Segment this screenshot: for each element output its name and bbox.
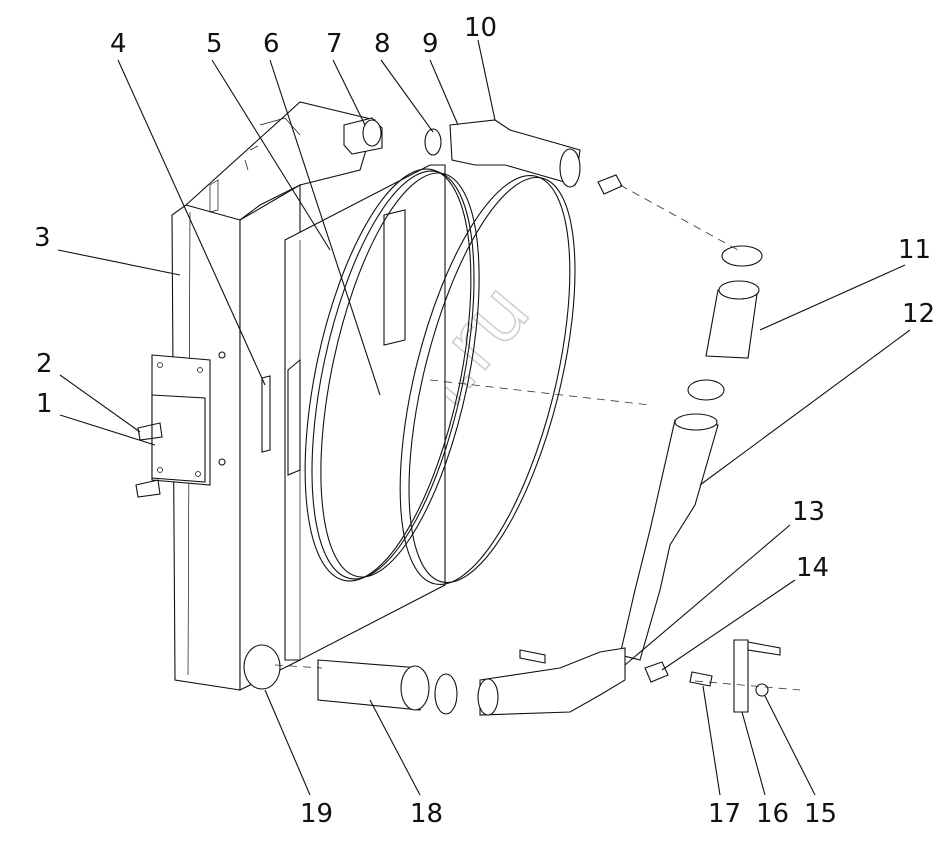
callouts: 1 2 3 4 5 6 7 8 9 10 11 12 13 14 15 16 1…	[34, 13, 935, 829]
callout-14: 14	[796, 553, 829, 583]
callout-3: 3	[34, 223, 51, 253]
callout-9: 9	[422, 29, 439, 59]
bracket-parts	[644, 639, 781, 713]
callout-6: 6	[263, 29, 280, 59]
callout-11: 11	[898, 235, 931, 265]
callout-2: 2	[36, 349, 53, 379]
callout-5: 5	[206, 29, 223, 59]
callout-18: 18	[410, 799, 443, 829]
side-plate	[135, 351, 226, 498]
callout-13: 13	[792, 497, 825, 527]
callout-4: 4	[110, 29, 127, 59]
callout-19: 19	[300, 799, 333, 829]
callout-17: 17	[708, 799, 741, 829]
seal-rings	[304, 168, 576, 586]
callout-16: 16	[756, 799, 789, 829]
lower-pipes	[243, 644, 626, 716]
callout-15: 15	[804, 799, 837, 829]
fan-shroud	[261, 164, 446, 661]
callout-10: 10	[464, 13, 497, 43]
assembly-axes	[274, 184, 801, 691]
callout-7: 7	[326, 29, 343, 59]
callout-1: 1	[36, 389, 53, 419]
upper-hose	[424, 119, 623, 195]
callout-12: 12	[902, 299, 935, 329]
right-hoses	[619, 245, 763, 661]
callout-8: 8	[374, 29, 391, 59]
